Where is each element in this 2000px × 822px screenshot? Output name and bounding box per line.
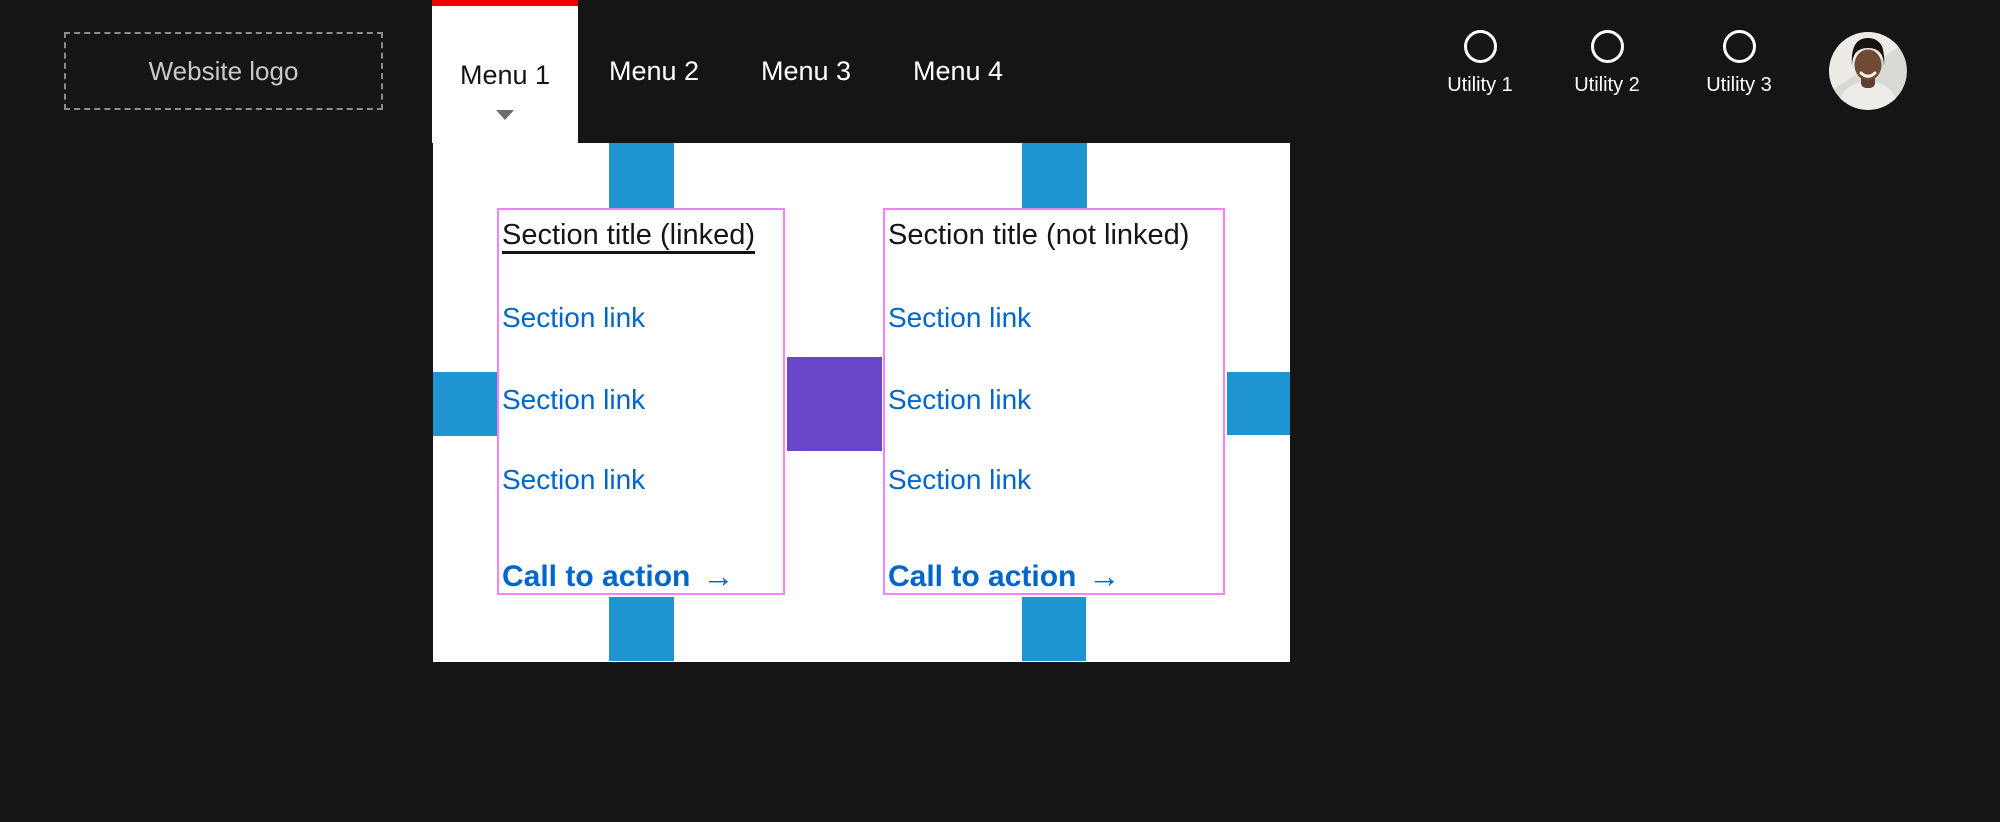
utility-button-1[interactable]: Utility 1: [1425, 30, 1535, 97]
nav-tab-menu-4[interactable]: Menu 4: [912, 56, 1004, 86]
masthead: Website logo Menu 1 Menu 2 Menu 3 Menu 4…: [0, 0, 2000, 143]
section-link[interactable]: Section link: [502, 464, 646, 495]
website-logo-label: Website logo: [148, 55, 299, 86]
spacer-indicator-side-right: [1227, 372, 1290, 435]
user-avatar-photo: [1829, 32, 1907, 110]
section-link[interactable]: Section link: [888, 384, 1032, 415]
user-avatar[interactable]: [1829, 32, 1907, 110]
website-logo-placeholder[interactable]: Website logo: [64, 32, 383, 110]
section-link[interactable]: Section link: [888, 464, 1032, 495]
section-title: Section title (not linked): [888, 219, 1190, 251]
gutter-indicator: [787, 357, 882, 451]
nav-tab-menu-2[interactable]: Menu 2: [608, 56, 700, 86]
utility-3-circle-icon: [1722, 30, 1756, 63]
spacer-indicator-bottom-left: [609, 597, 674, 661]
spacer-indicator-bottom-right: [1022, 597, 1086, 661]
section-link[interactable]: Section link: [502, 302, 646, 333]
nav-menu-row: Menu 2 Menu 3 Menu 4: [578, 0, 1034, 143]
nav-tab-menu-1-label: Menu 1: [459, 60, 551, 90]
section-column-not-linked: Section title (not linked) Section link …: [883, 208, 1225, 595]
spacer-indicator-top-right: [1022, 143, 1087, 208]
section-link[interactable]: Section link: [888, 302, 1032, 333]
arrow-right-icon: →: [702, 558, 735, 594]
utility-1-circle-icon: [1463, 30, 1497, 63]
nav-tab-menu-3[interactable]: Menu 3: [760, 56, 852, 86]
spacer-indicator-side-left: [433, 372, 497, 436]
active-tab-indicator: [432, 0, 578, 6]
section-link[interactable]: Section link: [502, 384, 646, 415]
spacer-indicator-top-left: [609, 143, 674, 208]
arrow-right-icon: →: [1088, 558, 1121, 594]
chevron-down-icon: [496, 110, 514, 120]
utility-2-label: Utility 2: [1574, 74, 1640, 96]
section-title-link[interactable]: Section title (linked): [502, 219, 756, 251]
call-to-action-link[interactable]: Call to action →: [888, 558, 1120, 595]
call-to-action-link[interactable]: Call to action →: [502, 558, 734, 595]
call-to-action-label: Call to action: [502, 559, 691, 593]
utility-1-label: Utility 1: [1447, 74, 1513, 96]
nav-tab-menu-1[interactable]: Menu 1: [432, 0, 578, 143]
utility-button-2[interactable]: Utility 2: [1552, 30, 1662, 97]
section-column-linked: Section title (linked) Section link Sect…: [497, 208, 785, 595]
utility-2-circle-icon: [1590, 30, 1624, 63]
utility-button-3[interactable]: Utility 3: [1684, 30, 1794, 97]
call-to-action-label: Call to action: [888, 559, 1077, 593]
utility-3-label: Utility 3: [1706, 74, 1772, 96]
